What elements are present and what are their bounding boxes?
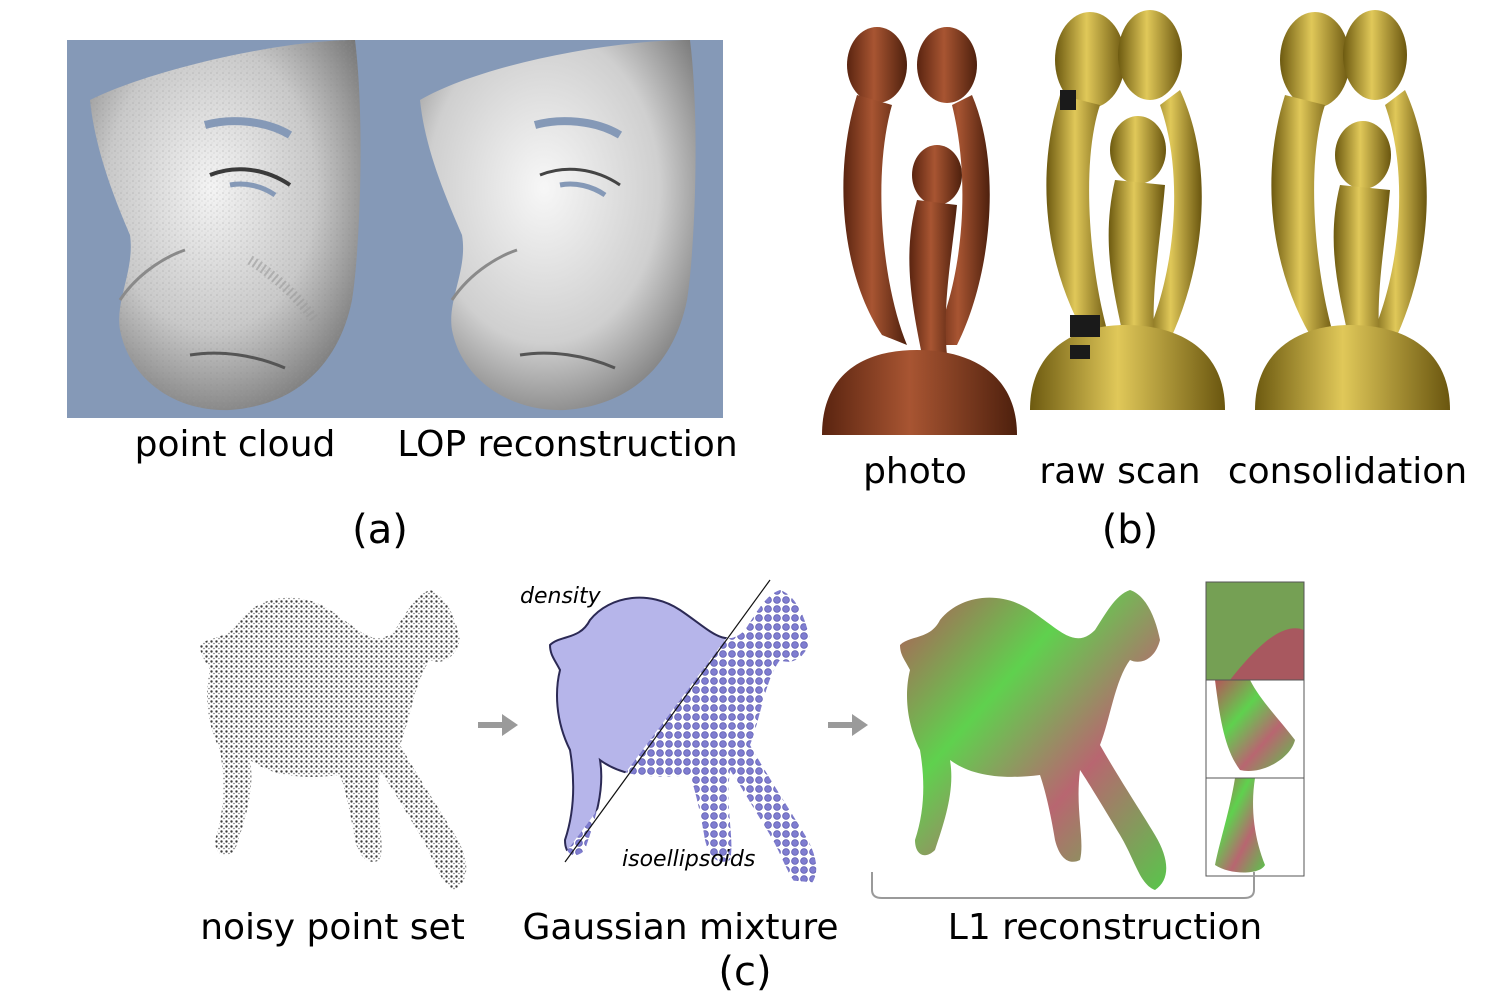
annotation-density: density bbox=[520, 584, 601, 609]
caption-noisy-point-set: noisy point set bbox=[200, 907, 465, 948]
camel-gaussian-mixture bbox=[548, 588, 817, 890]
camel-noisy-point-set bbox=[200, 590, 467, 890]
statue-consolidation bbox=[1255, 10, 1450, 410]
panel-label-b: (b) bbox=[1101, 507, 1159, 553]
arrow-2-icon bbox=[828, 714, 868, 736]
panel-label-c: (c) bbox=[718, 949, 772, 995]
statue-photo bbox=[822, 27, 1017, 435]
caption-lop-reconstruction: LOP reconstruction bbox=[397, 424, 738, 465]
panel-label-a: (a) bbox=[352, 507, 408, 553]
lop-reconstruction-face bbox=[420, 40, 696, 411]
caption-raw-scan: raw scan bbox=[1039, 451, 1201, 492]
caption-consolidation: consolidation bbox=[1227, 451, 1468, 492]
panel-c: density isoellipsoids noisy point set Ga… bbox=[0, 560, 1500, 1000]
statue-render-area bbox=[822, 10, 1450, 435]
statue-raw-scan bbox=[1030, 10, 1225, 410]
arrow-1-icon bbox=[478, 714, 518, 736]
point-cloud-face bbox=[90, 40, 361, 411]
l1-bracket bbox=[871, 872, 1255, 899]
split-diagonal-line bbox=[564, 579, 771, 863]
caption-l1-reconstruction: L1 reconstruction bbox=[947, 907, 1263, 948]
zoom-insets bbox=[1205, 581, 1305, 877]
panel-b: photo raw scan consolidation (b) bbox=[800, 0, 1500, 560]
face-render-area bbox=[67, 40, 723, 418]
caption-photo: photo bbox=[863, 451, 967, 492]
camel-render-area bbox=[200, 579, 1305, 899]
caption-point-cloud: point cloud bbox=[134, 424, 336, 465]
annotation-isoellipsoids: isoellipsoids bbox=[622, 847, 756, 872]
caption-gaussian-mixture: Gaussian mixture bbox=[522, 907, 839, 948]
camel-l1-reconstruction bbox=[900, 590, 1167, 890]
panel-a: point cloud LOP reconstruction (a) bbox=[0, 0, 760, 560]
